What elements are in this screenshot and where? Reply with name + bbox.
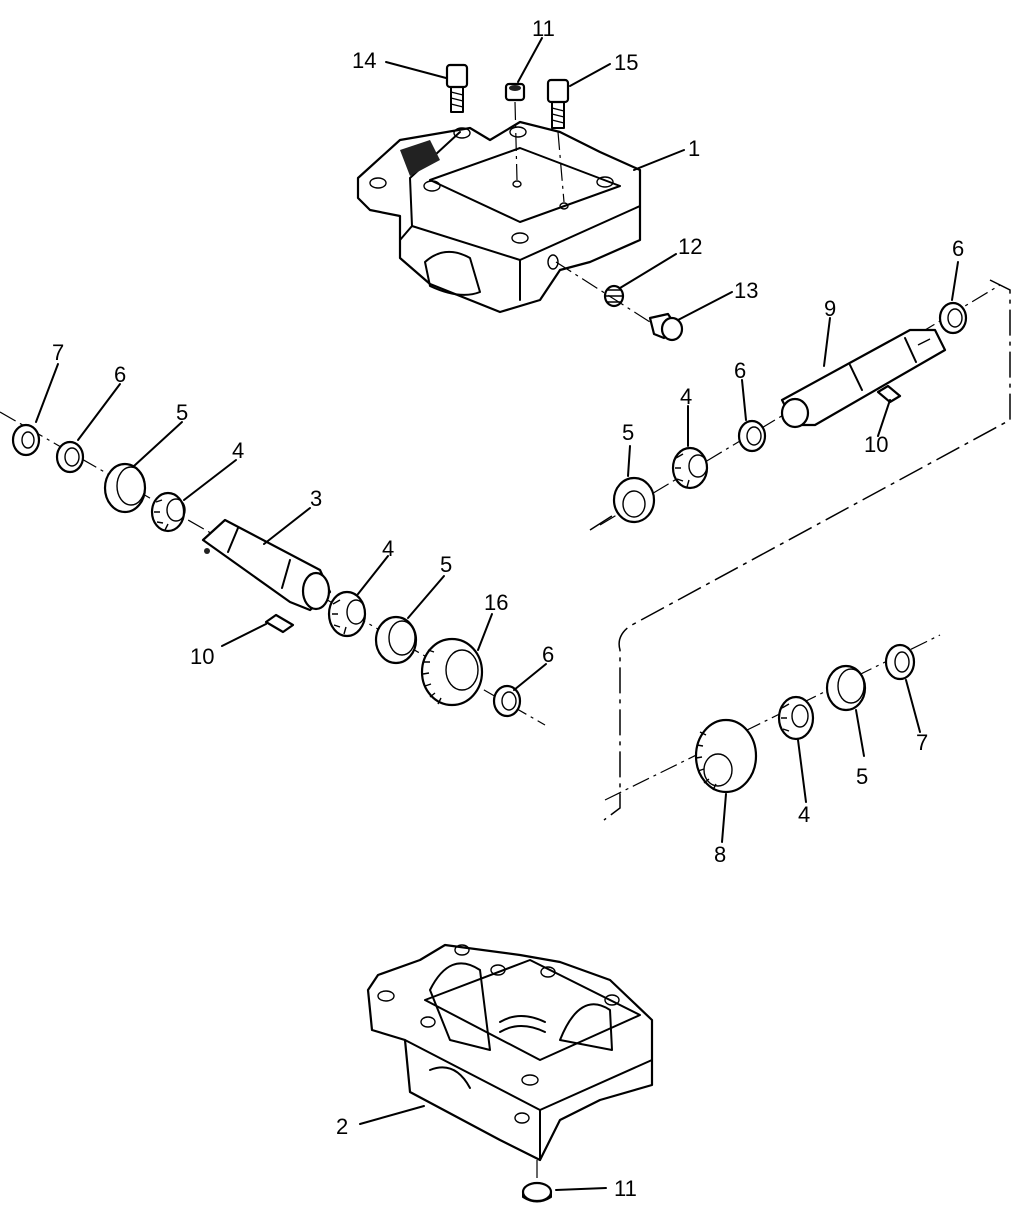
callout-4-center: 4: [382, 536, 394, 561]
callout-14: 14: [352, 48, 376, 73]
snap-ring-6-right-end: [938, 301, 968, 335]
callout-6-center: 6: [542, 642, 554, 667]
callout-5-center: 5: [440, 552, 452, 577]
bearing-cup-5-left: [103, 462, 147, 514]
bearing-cone-4-left: [150, 491, 186, 533]
cap-screw-15: [546, 78, 570, 129]
callout-16: 16: [484, 590, 508, 615]
set-screw-11-top: [504, 82, 526, 102]
callout-4-right-upper: 4: [680, 384, 692, 409]
upper-housing: [356, 120, 642, 314]
callout-12: 12: [678, 234, 702, 259]
set-screw-11-bottom: [521, 1181, 553, 1203]
callout-7-left: 7: [52, 340, 64, 365]
ring-7-left: [11, 423, 41, 457]
callout-3: 3: [310, 486, 322, 511]
callout-6-right-upper: 6: [734, 358, 746, 383]
plug-12: [603, 284, 625, 308]
bearing-cone-4-right-lower: [777, 695, 815, 741]
cap-screw-14: [445, 63, 469, 113]
callout-10-left: 10: [190, 644, 214, 669]
callout-2: 2: [336, 1114, 348, 1139]
shaft-9: [780, 328, 947, 429]
callout-11-bottom: 11: [614, 1176, 637, 1201]
callout-9: 9: [824, 296, 836, 321]
callout-4-right-lower: 4: [798, 802, 810, 827]
bearing-cup-5-right-upper: [612, 476, 656, 524]
callout-5-right-lower: 5: [856, 764, 868, 789]
screw-13: [648, 312, 684, 342]
lower-housing: [366, 943, 654, 1162]
key-10-right: [876, 384, 902, 404]
callout-15: 15: [614, 50, 638, 75]
callout-13: 13: [734, 278, 758, 303]
callout-5-left: 5: [176, 400, 188, 425]
leader-lines: [35, 37, 959, 1191]
callout-5-right-upper: 5: [622, 420, 634, 445]
bearing-cup-5-right-lower: [825, 664, 867, 712]
callout-10-right: 10: [864, 432, 888, 457]
snap-ring-6-left: [55, 440, 85, 474]
callout-11-top: 11: [532, 16, 555, 41]
callout-6-left: 6: [114, 362, 126, 387]
gear-8: [694, 718, 758, 794]
key-10-left: [264, 613, 295, 634]
gear-16: [420, 637, 484, 707]
snap-ring-6-center: [492, 684, 522, 718]
shaft-3: [201, 518, 332, 612]
callout-6-right-end: 6: [952, 236, 964, 261]
bearing-cone-4-right-upper: [671, 446, 709, 490]
snap-ring-6-right-upper: [737, 419, 767, 453]
callout-7-right: 7: [916, 730, 928, 755]
callout-4-left: 4: [232, 438, 244, 463]
ring-7-right: [884, 643, 916, 681]
callout-8: 8: [714, 842, 726, 867]
bearing-cup-5-center: [374, 615, 418, 665]
bearing-cone-4-center: [327, 590, 367, 638]
callout-1: 1: [688, 136, 700, 161]
